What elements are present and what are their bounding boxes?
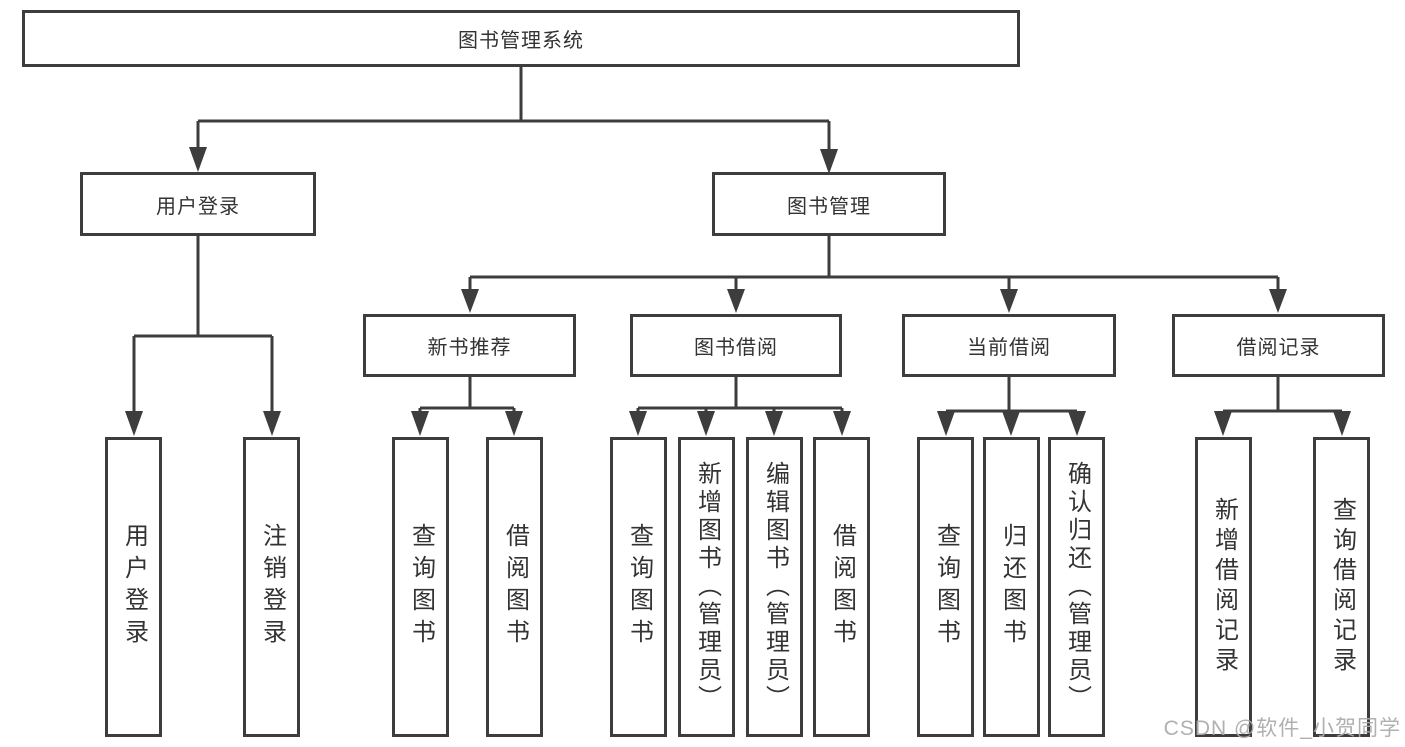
- leaf-label: 查询图书: [407, 523, 435, 651]
- node-library-management-system: 图书管理系统: [22, 10, 1020, 67]
- leaf-label: 查询借阅记录: [1328, 497, 1356, 677]
- node-book-borrow: 图书借阅: [630, 314, 842, 377]
- leaf-label: 用户登录: [120, 523, 148, 651]
- leaf-borrow-books-recommend: 借阅图书: [486, 437, 543, 737]
- leaf-query-books-borrow: 查询图书: [610, 437, 667, 737]
- leaf-user-login: 用户登录: [105, 437, 162, 737]
- leaf-borrow-books: 借阅图书: [813, 437, 870, 737]
- node-current-borrow: 当前借阅: [902, 314, 1116, 377]
- leaf-logout: 注销登录: [243, 437, 300, 737]
- node-new-book-recommend: 新书推荐: [363, 314, 576, 377]
- leaf-label: 新增图书（管理员）: [693, 461, 721, 713]
- node-borrow-records: 借阅记录: [1172, 314, 1385, 377]
- leaf-add-books-admin: 新增图书（管理员）: [678, 437, 735, 737]
- leaf-label: 确认归还（管理员）: [1063, 461, 1091, 713]
- leaf-edit-books-admin: 编辑图书（管理员）: [746, 437, 803, 737]
- leaf-label: 借阅图书: [828, 523, 856, 651]
- leaf-confirm-return-admin: 确认归还（管理员）: [1048, 437, 1105, 737]
- leaf-query-books-recommend: 查询图书: [392, 437, 449, 737]
- leaf-return-books: 归还图书: [983, 437, 1040, 737]
- leaf-label: 注销登录: [258, 523, 286, 651]
- node-book-management: 图书管理: [712, 172, 946, 236]
- leaf-label: 查询图书: [932, 523, 960, 651]
- leaf-label: 新增借阅记录: [1210, 497, 1238, 677]
- leaf-label: 编辑图书（管理员）: [761, 461, 789, 713]
- leaf-query-borrow-record: 查询借阅记录: [1313, 437, 1370, 737]
- leaf-label: 查询图书: [625, 523, 653, 651]
- watermark-csdn: CSDN @软件_小贺同学: [1163, 717, 1401, 740]
- leaf-label: 归还图书: [998, 523, 1026, 651]
- node-user-login: 用户登录: [80, 172, 316, 236]
- leaf-add-borrow-record: 新增借阅记录: [1195, 437, 1252, 737]
- leaf-query-books-current: 查询图书: [917, 437, 974, 737]
- leaf-label: 借阅图书: [501, 523, 529, 651]
